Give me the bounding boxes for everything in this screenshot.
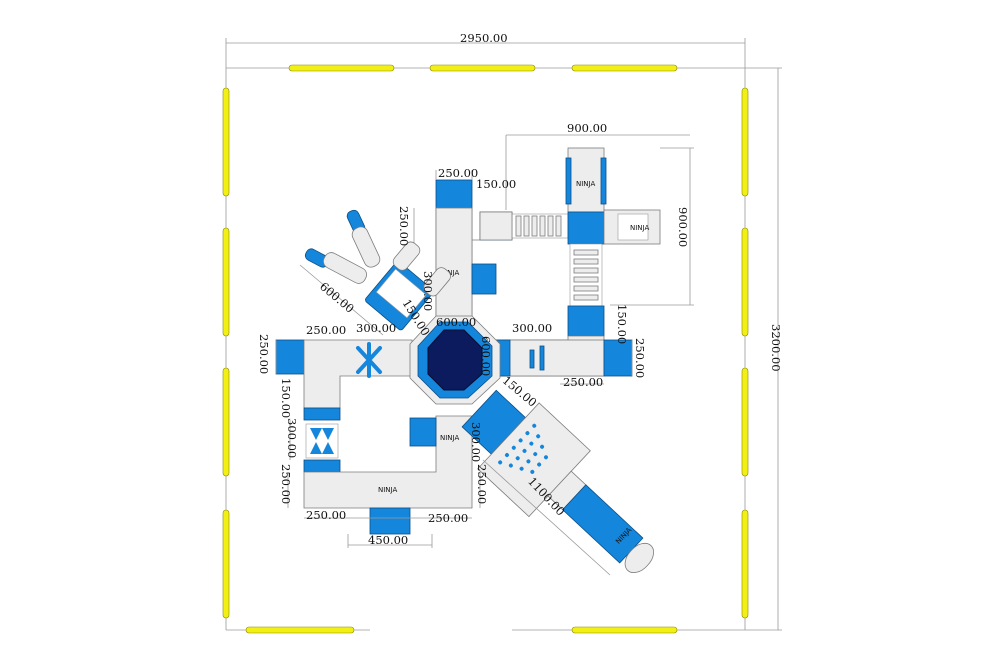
- octagon-trampoline-icon: [409, 315, 501, 405]
- slide-dim-line: [482, 459, 611, 576]
- pillow-obstacle: [305, 423, 339, 459]
- dim-top-arm-length: 300.00: [421, 271, 435, 311]
- dim-left-arm-length: 300.00: [356, 321, 396, 335]
- dim-left-gap: 150.00: [279, 378, 293, 418]
- dim-top-block-width: 250.00: [438, 166, 478, 180]
- dim-left-block-width: 250.00: [306, 323, 346, 337]
- dim-center-width: 600.00: [436, 315, 476, 329]
- dim-top-block-left-height: 250.00: [397, 206, 411, 246]
- dim-right-block-gap: 150.00: [615, 304, 629, 344]
- dim-left-block-height: 250.00: [257, 334, 271, 374]
- ninja-label-bottom-bar: NINJA: [378, 486, 397, 494]
- dim-top-block-gap: 150.00: [476, 177, 516, 191]
- ninja-label-tower-right: NINJA: [630, 224, 649, 232]
- dim-bottom-arm-length: 300.00: [469, 422, 483, 462]
- dim-bottom-right-height: 250.00: [475, 464, 489, 504]
- climbing-arm: [365, 241, 451, 331]
- ninja-label-bottom: NINJA: [440, 434, 459, 442]
- dim-tower-height: 900.00: [676, 207, 690, 247]
- left-arm: [275, 339, 413, 473]
- triangle-dots-icon: [498, 423, 548, 474]
- dim-tower-width: 900.00: [567, 121, 607, 135]
- bottom-left-arm: NINJA NINJA: [287, 415, 481, 548]
- dim-climb-arm-length: 600.00: [317, 279, 357, 316]
- buoy-line-bottom: [245, 626, 678, 634]
- buoy-line-top: [288, 64, 678, 72]
- dim-bottom-right-corner-width: 250.00: [428, 511, 468, 525]
- overall-dimension-lines: [225, 38, 782, 631]
- ladder-horizontal: [515, 215, 562, 237]
- dim-right-block-width: 250.00: [563, 375, 603, 389]
- ladder-vertical: [573, 249, 599, 301]
- dim-center-height: 600.00: [479, 336, 493, 376]
- dim-bottom-block-width: 450.00: [368, 533, 408, 547]
- dim-left-side-arm: 300.00: [285, 418, 299, 458]
- dim-overall-height: 3200.00: [769, 324, 783, 372]
- dim-bottom-left-corner-width: 250.00: [306, 508, 346, 522]
- climbing-arm-dim: [299, 264, 384, 336]
- dim-right-arm-length: 300.00: [512, 321, 552, 335]
- buoy-line-left: [222, 87, 230, 619]
- x-star-icon: [356, 342, 382, 378]
- buoy-line-right: [741, 87, 749, 619]
- dim-overall-width: 2950.00: [460, 31, 508, 45]
- slide-arm: [461, 389, 654, 574]
- ninja-label-tower-top: NINJA: [576, 180, 595, 188]
- dim-right-block-height: 250.00: [633, 338, 647, 378]
- upper-arm: NINJA: [413, 170, 513, 331]
- climbing-fingers: [304, 209, 381, 284]
- dim-bottom-left-corner-height: 250.00: [279, 464, 293, 504]
